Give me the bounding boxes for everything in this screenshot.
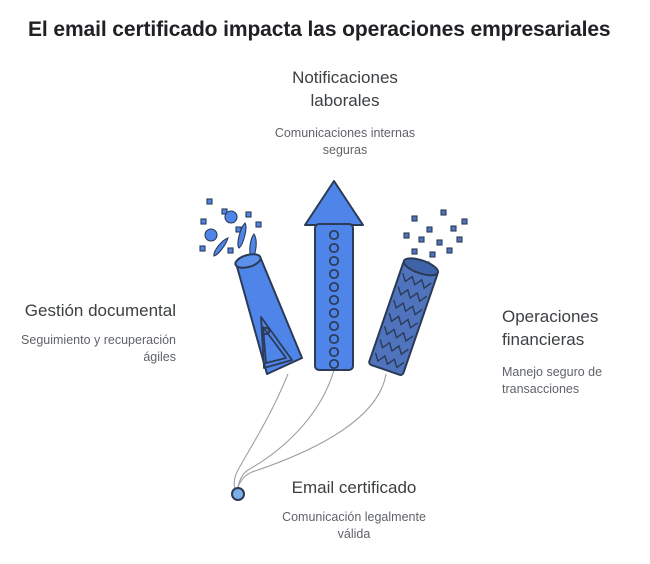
rocket-body <box>314 223 354 371</box>
spark-square <box>436 239 443 246</box>
spark-dot <box>204 228 218 242</box>
node-title: Notificaciones laborales <box>292 68 398 110</box>
node-subtitle: Manejo seguro de transacciones <box>502 365 603 396</box>
spark-square <box>206 198 213 205</box>
cone-triangle-emblem <box>260 316 293 369</box>
firework-center-rocket <box>304 180 364 371</box>
spark-square <box>245 211 252 218</box>
node-subtitle: Comunicación legalmente válida <box>282 510 426 541</box>
node-label-gestion-documental: Gestión documental Seguimiento y recuper… <box>0 299 176 366</box>
cone-mouth <box>234 253 262 269</box>
spark-square <box>200 218 207 225</box>
rocket-portholes <box>328 229 340 370</box>
spark-square <box>255 221 262 228</box>
node-subtitle: Seguimiento y recuperación ágiles <box>21 333 176 364</box>
spark-square <box>227 247 234 254</box>
spark-teardrop <box>237 222 247 249</box>
spark-square <box>450 225 457 232</box>
page-title: El email certificado impacta las operaci… <box>28 18 611 41</box>
cone-body <box>235 258 303 375</box>
spark-square <box>235 226 242 233</box>
spark-square <box>418 236 425 243</box>
spark-square <box>411 215 418 222</box>
spark-square <box>429 251 436 258</box>
node-label-email-certificado: Email certificado Comunicación legalment… <box>256 476 452 543</box>
spark-square <box>411 248 418 255</box>
center-node-dot <box>231 487 245 501</box>
spark-square <box>426 226 433 233</box>
node-title: Gestión documental <box>24 301 176 320</box>
spark-square <box>461 218 468 225</box>
spark-teardrop <box>213 237 229 257</box>
node-title: Email certificado <box>291 478 417 497</box>
node-label-notificaciones-laborales: Notificaciones laborales Comunicaciones … <box>235 66 455 159</box>
node-subtitle: Comunicaciones internas seguras <box>274 126 416 157</box>
spark-square <box>221 208 228 215</box>
firework-left-sparks <box>199 198 262 259</box>
spark-square <box>199 245 206 252</box>
spark-square <box>456 236 463 243</box>
firework-right-sparks <box>403 209 468 268</box>
spark-square <box>403 232 410 239</box>
cylinder-body <box>368 259 439 376</box>
spark-teardrop <box>249 233 257 259</box>
node-label-operaciones-financieras: Operaciones financieras Manejo seguro de… <box>502 305 648 398</box>
spark-square <box>446 247 453 254</box>
spark-dot <box>224 210 238 224</box>
cylinder-mouth <box>402 257 440 277</box>
node-title: Operaciones financieras <box>502 307 599 349</box>
rocket-nose-cone <box>304 180 364 226</box>
firework-left-cone <box>199 198 303 375</box>
firework-right-cylinder <box>368 209 468 376</box>
spark-square <box>423 261 430 268</box>
cylinder-zigzag-pattern <box>374 273 432 369</box>
spark-square <box>440 209 447 216</box>
